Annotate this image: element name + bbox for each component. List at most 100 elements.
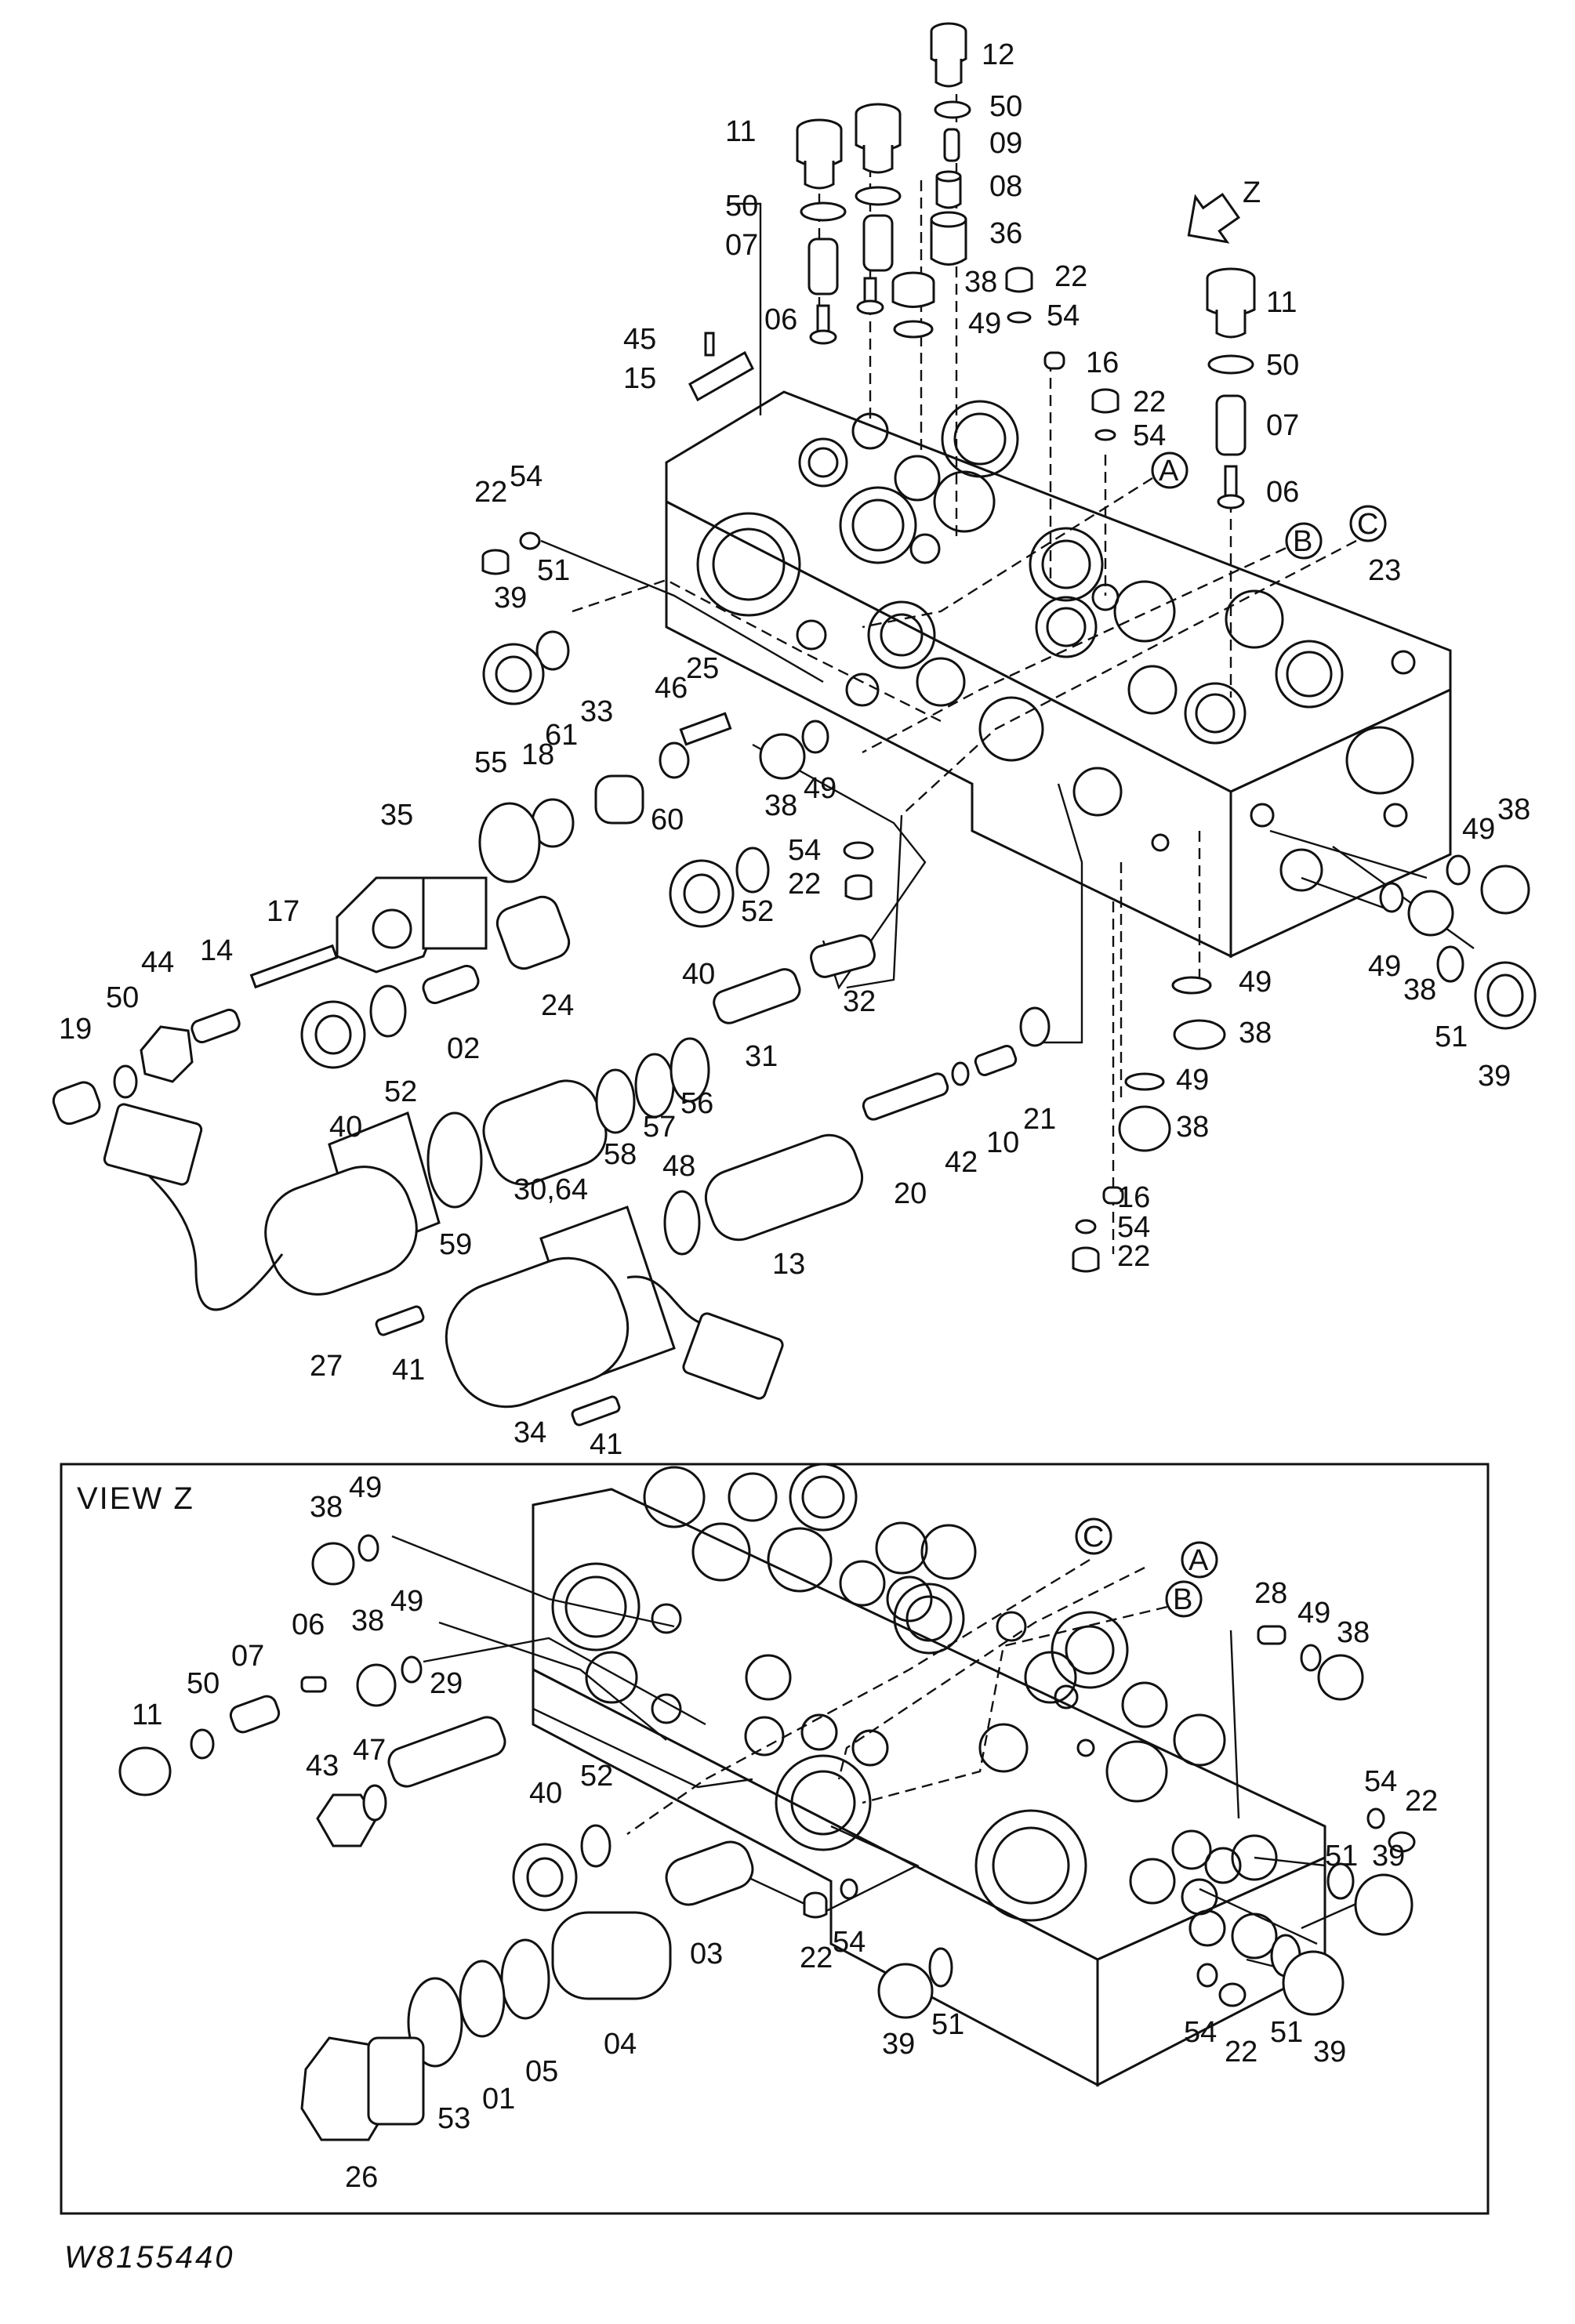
- plug-38-top: [891, 271, 935, 308]
- o-ring-52-lower: [369, 984, 407, 1038]
- sleeve-36: [930, 219, 967, 266]
- callout-39: 39: [494, 582, 527, 615]
- callout-41: 41: [392, 1354, 425, 1387]
- callout-16: 16: [1086, 346, 1119, 379]
- z-plug-38-c: [1317, 1654, 1364, 1701]
- z-plug-38-mid: [356, 1663, 397, 1707]
- z-plug-22-c: [1218, 1982, 1247, 2007]
- callout-30-64: 30,64: [514, 1173, 588, 1206]
- z-screw-29: [387, 1716, 506, 1788]
- z-callout-05: 05: [525, 2055, 558, 2088]
- z-plug-39-c: [1282, 1950, 1345, 2016]
- spring-02: [422, 964, 480, 1005]
- z-callout-40: 40: [529, 1777, 562, 1810]
- callout-48: 48: [662, 1150, 695, 1183]
- callout-60: 60: [651, 803, 684, 836]
- marker-a-viewz: A: [1189, 1544, 1209, 1577]
- callout-54: 54: [788, 834, 821, 867]
- marker-b-upper: B: [1293, 525, 1312, 558]
- z-callout-53: 53: [437, 2102, 470, 2135]
- sleeve-08: [935, 176, 962, 209]
- marker-b-viewz: B: [1173, 1583, 1192, 1616]
- plug-22-center: [844, 874, 873, 901]
- callout-50: 50: [1266, 349, 1299, 382]
- spring-07-left: [807, 237, 839, 295]
- o-ring-54-mid: [1094, 429, 1116, 441]
- plug-40-upper: [669, 859, 735, 928]
- callout-36: 36: [989, 217, 1022, 250]
- plug-22-mid: [1091, 388, 1120, 414]
- callout-49: 49: [804, 772, 836, 805]
- plug-22-left: [481, 549, 510, 575]
- z-callout-22: 22: [1405, 1785, 1438, 1818]
- z-plug-22-a: [803, 1891, 828, 1919]
- callout-15: 15: [623, 362, 656, 395]
- spring-14: [191, 1008, 241, 1044]
- section-markers-viewz: [1075, 1517, 1218, 1618]
- callout-35: 35: [380, 799, 413, 832]
- drawing-number: W8155440: [64, 2240, 235, 2275]
- o-ring-49-r1: [1446, 854, 1471, 886]
- assembly-lines: [540, 94, 1475, 1254]
- callout-19: 19: [59, 1013, 92, 1046]
- spring-07-far-right: [1215, 394, 1247, 456]
- callout-24: 24: [541, 989, 574, 1022]
- plug-38-r1: [1480, 865, 1530, 915]
- callout-25: 25: [686, 652, 719, 685]
- callout-20: 20: [894, 1177, 927, 1210]
- z-poppet-28: [1257, 1625, 1286, 1645]
- z-callout-39: 39: [1313, 2036, 1346, 2068]
- callout-50: 50: [106, 981, 139, 1014]
- plug-12: [930, 22, 967, 88]
- callout-06: 06: [764, 303, 797, 336]
- parts-upper: [52, 22, 1537, 1427]
- piston-33: [594, 774, 644, 825]
- callout-49: 49: [1176, 1064, 1209, 1097]
- z-o-ring-50: [190, 1728, 215, 1760]
- callout-02: 02: [447, 1032, 480, 1065]
- z-callout-49: 49: [349, 1471, 382, 1504]
- z-callout-07: 07: [231, 1640, 264, 1673]
- callout-57: 57: [643, 1111, 676, 1144]
- callout-08: 08: [989, 170, 1022, 203]
- nut-60: [659, 741, 690, 779]
- callout-38: 38: [964, 266, 997, 299]
- z-washer-01: [459, 1960, 506, 2038]
- z-o-ring-49-c: [1300, 1644, 1322, 1672]
- z-o-ring-54-c: [1196, 1963, 1218, 1988]
- plug-11-right: [855, 103, 902, 174]
- bolt-41-left: [375, 1305, 425, 1336]
- callout-38: 38: [1403, 973, 1436, 1006]
- callout-54: 54: [510, 460, 543, 493]
- z-spring-07: [229, 1695, 281, 1734]
- callout-22: 22: [1133, 386, 1166, 419]
- callout-59: 59: [439, 1228, 472, 1261]
- section-markers-upper: [1151, 451, 1387, 560]
- callout-46: 46: [655, 672, 688, 705]
- z-plug-22-b: [1388, 1831, 1416, 1853]
- callout-22: 22: [1054, 260, 1087, 293]
- o-ring-50-left: [113, 1064, 138, 1099]
- z-callout-54: 54: [1364, 1765, 1397, 1798]
- callout-49: 49: [1239, 966, 1272, 999]
- z-spring-04: [551, 1911, 672, 2000]
- plug-38-center: [759, 733, 806, 780]
- callout-16: 16: [1117, 1181, 1150, 1214]
- callout-07: 07: [725, 229, 758, 262]
- callout-40: 40: [682, 958, 715, 991]
- o-ring-54-left: [519, 531, 541, 550]
- view-z-arrow: [1187, 192, 1240, 244]
- callout-13: 13: [772, 1248, 805, 1281]
- z-callout-43: 43: [306, 1749, 339, 1782]
- callout-51: 51: [1435, 1021, 1468, 1053]
- valve-35: [336, 876, 488, 973]
- callout-21: 21: [1023, 1103, 1056, 1136]
- z-callout-26: 26: [345, 2161, 378, 2194]
- callout-14: 14: [200, 934, 233, 967]
- z-callout-51: 51: [931, 2008, 964, 2041]
- callout-54: 54: [1047, 299, 1080, 332]
- callout-42: 42: [945, 1146, 978, 1179]
- z-callout-51: 51: [1325, 1840, 1358, 1873]
- callout-49: 49: [1368, 950, 1401, 983]
- z-o-ring-51-a: [928, 1947, 953, 1988]
